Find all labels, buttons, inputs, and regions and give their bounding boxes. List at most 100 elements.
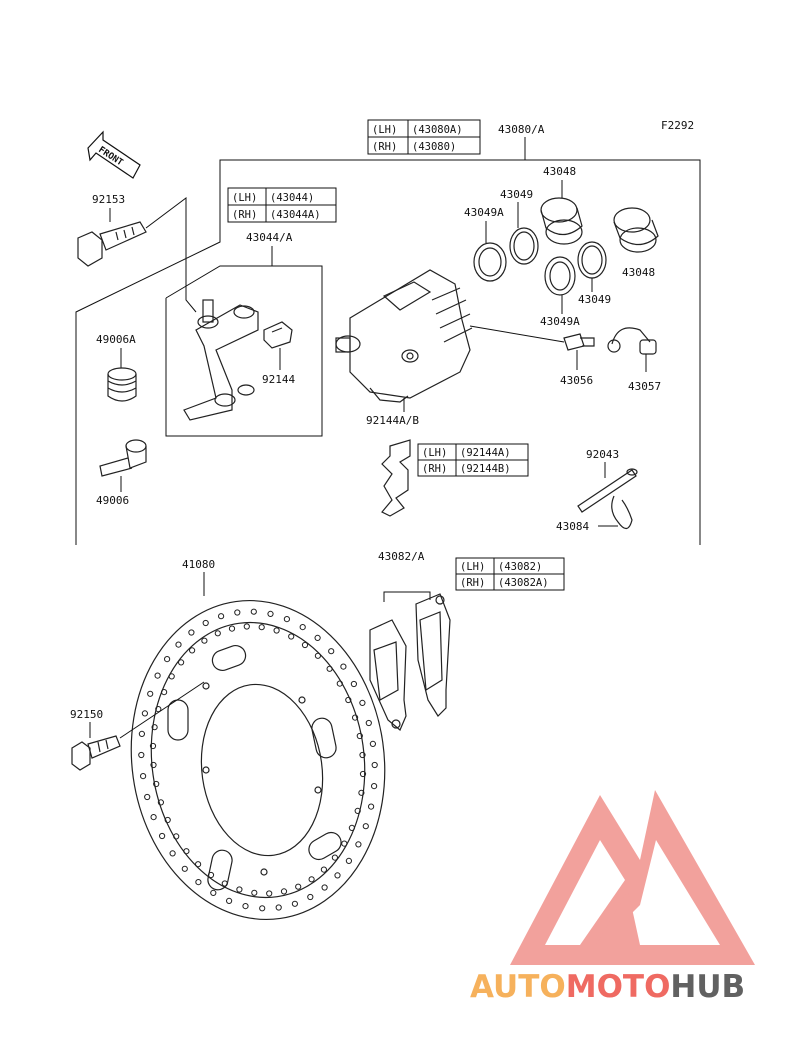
- svg-text:(43080): (43080): [412, 141, 456, 153]
- disc-vent-hole: [178, 659, 185, 666]
- table-43082-variants: (LH) (43082) (RH) (43082A): [455, 557, 565, 591]
- label-43057: 43057: [628, 380, 661, 393]
- svg-text:(LH): (LH): [422, 447, 447, 459]
- label-43044: 43044/A: [246, 231, 293, 244]
- table-43044-variants: (LH) (43044) (RH) (43044A): [227, 187, 337, 223]
- disc-vent-hole: [181, 865, 188, 872]
- clip-43084-icon: [611, 495, 633, 530]
- svg-text:(LH): (LH): [372, 124, 397, 136]
- assembly-frame-lines: [75, 159, 701, 545]
- disc-vent-hole: [307, 893, 314, 901]
- disc-vent-hole: [341, 840, 348, 847]
- disc-vent-hole: [164, 656, 171, 663]
- disc-vent-hole: [138, 751, 145, 759]
- disc-vent-hole: [291, 900, 298, 907]
- svg-text:(RH): (RH): [232, 209, 257, 221]
- disc-vent-hole: [369, 740, 376, 748]
- disc-vent-hole: [266, 890, 273, 897]
- disc-vent-hole: [242, 903, 249, 910]
- seal-43049-lower-icon: [577, 241, 607, 279]
- disc-vent-hole: [359, 699, 366, 707]
- disc-vent-hole: [144, 793, 151, 801]
- disc-vent-hole: [155, 706, 162, 713]
- disc-vent-hole: [140, 773, 147, 780]
- disc-vent-hole: [336, 680, 343, 687]
- label-43080: 43080/A: [498, 123, 545, 136]
- disc-vent-hole: [151, 724, 158, 731]
- disc-vent-hole: [210, 889, 217, 897]
- sleeve-49006A-icon: [107, 367, 137, 402]
- disc-vent-hole: [195, 861, 202, 868]
- disc-vent-hole: [362, 823, 369, 830]
- label-41080: 41080: [182, 558, 215, 571]
- disc-vent-hole: [345, 696, 352, 704]
- disc-vent-hole: [359, 770, 367, 778]
- disc-vent-hole: [169, 850, 176, 857]
- disc-vent-hole: [251, 889, 258, 896]
- label-43084: 43084: [556, 520, 589, 533]
- label-43049A-upper: 43049A: [464, 206, 504, 219]
- disc-vent-hole: [188, 629, 195, 636]
- caliper-body-icon: [335, 269, 473, 403]
- piston-43048-upper-icon: [540, 197, 583, 245]
- disc-vent-hole: [326, 665, 333, 672]
- svg-text:(RH): (RH): [460, 577, 485, 589]
- svg-text:(92144B): (92144B): [460, 463, 511, 475]
- svg-text:(43082): (43082): [498, 561, 542, 573]
- label-92150: 92150: [70, 708, 103, 721]
- disc-vent-hole: [195, 879, 202, 886]
- disc-vent-hole: [371, 761, 378, 769]
- disc-vent-hole: [173, 833, 180, 840]
- label-43082: 43082/A: [378, 550, 425, 563]
- disc-vent-hole: [157, 799, 164, 806]
- label-43049A-lower: 43049A: [540, 315, 580, 328]
- clip-92144-icon: [263, 321, 293, 349]
- svg-text:(43044): (43044): [270, 192, 314, 204]
- seal-43049-upper-icon: [509, 227, 539, 265]
- disc-vent-hole: [175, 641, 182, 648]
- disc-vent-hole: [168, 673, 175, 680]
- disc-vent-hole: [359, 751, 366, 759]
- disc-vent-hole: [202, 619, 209, 627]
- disc-vent-hole: [189, 647, 196, 654]
- brake-pad-inner-icon: [369, 619, 407, 731]
- svg-text:(LH): (LH): [232, 192, 257, 204]
- disc-vent-hole: [320, 866, 327, 873]
- disc-vent-hole: [236, 886, 243, 893]
- front-arrow-icon: FRONT: [87, 130, 141, 179]
- label-43048-upper: 43048: [543, 165, 576, 178]
- table-43080-variants: (LH) (43080A) (RH) (43080): [367, 119, 481, 155]
- disc-vent-hole: [283, 616, 290, 623]
- disc-vent-hole: [340, 663, 347, 670]
- disc-vent-hole: [331, 854, 338, 861]
- svg-text:(43080A): (43080A): [412, 124, 463, 136]
- disc-vent-hole: [259, 905, 266, 912]
- table-92144-variants: (LH) (92144A) (RH) (92144B): [417, 443, 529, 477]
- disc-vent-hole: [164, 816, 171, 824]
- disc-vent-hole: [141, 710, 148, 717]
- disc-vent-hole: [328, 648, 335, 655]
- disc-vent-hole: [150, 761, 157, 769]
- disc-vent-hole: [218, 613, 225, 620]
- disc-vent-hole: [275, 904, 282, 911]
- caliper-bracket-43044-icon: [183, 299, 259, 421]
- disc-vent-hole: [355, 841, 362, 848]
- svg-text:(RH): (RH): [372, 141, 397, 153]
- disc-vent-hole: [356, 732, 363, 740]
- disc-vent-hole: [334, 872, 341, 879]
- disc-vent-hole: [371, 783, 378, 790]
- label-49006A: 49006A: [96, 333, 136, 346]
- pin-49006-icon: [99, 439, 147, 477]
- disc-vent-hole: [273, 627, 280, 634]
- disc-vent-hole: [154, 672, 161, 679]
- brake-disc-41080-icon: [130, 599, 386, 921]
- disc-vent-hole: [354, 807, 361, 815]
- label-43049-lower: 43049: [578, 293, 611, 306]
- seal-43049A-upper-icon: [473, 242, 507, 282]
- disc-vent-hole: [350, 680, 357, 688]
- disc-vent-hole: [365, 719, 372, 727]
- watermark-text: AUTOMOTOHUB: [470, 969, 745, 1005]
- bolt-92153-icon: [77, 221, 147, 267]
- svg-text:(RH): (RH): [422, 463, 447, 475]
